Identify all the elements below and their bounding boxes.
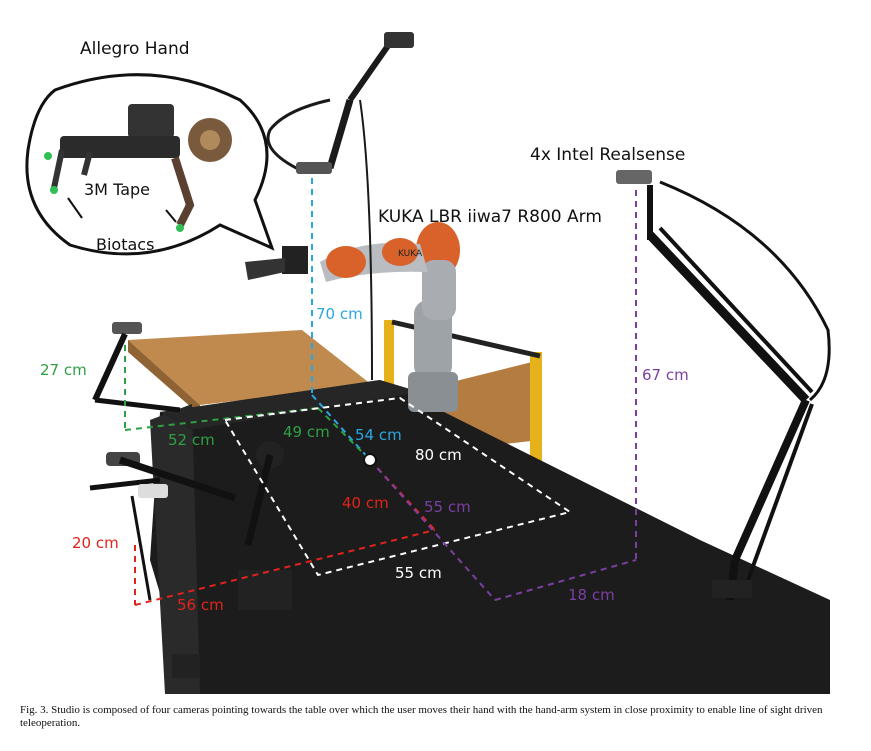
measure-55cm-purple: 55 cm xyxy=(424,498,471,516)
measure-27cm: 27 cm xyxy=(40,361,87,379)
purple-dash-diagonal xyxy=(369,459,496,601)
red-dash-horizontal xyxy=(134,529,436,606)
figure-labels: Allegro Hand 3M Tape Biotacs 4x Intel Re… xyxy=(40,39,689,614)
measure-55cm-white: 55 cm xyxy=(395,564,442,582)
kuka-arm: KUKA xyxy=(245,222,460,412)
black-table xyxy=(150,380,830,694)
table-center-marker xyxy=(363,453,377,467)
measure-56cm: 56 cm xyxy=(177,596,224,614)
studio-photo: KUKA xyxy=(25,32,831,694)
overhead-camera xyxy=(266,32,414,381)
kuka-sign-label: KUKA xyxy=(398,249,423,259)
label-realsense: 4x Intel Realsense xyxy=(530,145,685,165)
measure-54cm: 54 cm xyxy=(355,426,402,444)
purple-dash-horizontal xyxy=(494,559,637,601)
measure-20cm: 20 cm xyxy=(72,534,119,552)
measure-49cm: 49 cm xyxy=(283,423,330,441)
measure-40cm: 40 cm xyxy=(342,494,389,512)
figure-caption: Fig. 3. Studio is composed of four camer… xyxy=(20,704,823,729)
measure-80cm: 80 cm xyxy=(415,446,462,464)
left-camera-clamps xyxy=(89,322,292,678)
blue-dash-diagonal xyxy=(311,394,371,461)
label-kuka-arm: KUKA LBR iiwa7 R800 Arm xyxy=(378,207,602,227)
measure-67cm: 67 cm xyxy=(642,366,689,384)
measure-52cm: 52 cm xyxy=(168,431,215,449)
hand-callout xyxy=(25,73,275,256)
label-3m-tape: 3M Tape xyxy=(84,180,150,199)
measure-70cm: 70 cm xyxy=(316,305,363,323)
measure-18cm: 18 cm xyxy=(568,586,615,604)
green-dash-diagonal xyxy=(317,407,371,461)
label-allegro-hand: Allegro Hand xyxy=(80,39,190,59)
label-biotacs: Biotacs xyxy=(96,235,154,254)
measurement-lines xyxy=(124,178,637,606)
right-camera-stand xyxy=(616,170,831,601)
